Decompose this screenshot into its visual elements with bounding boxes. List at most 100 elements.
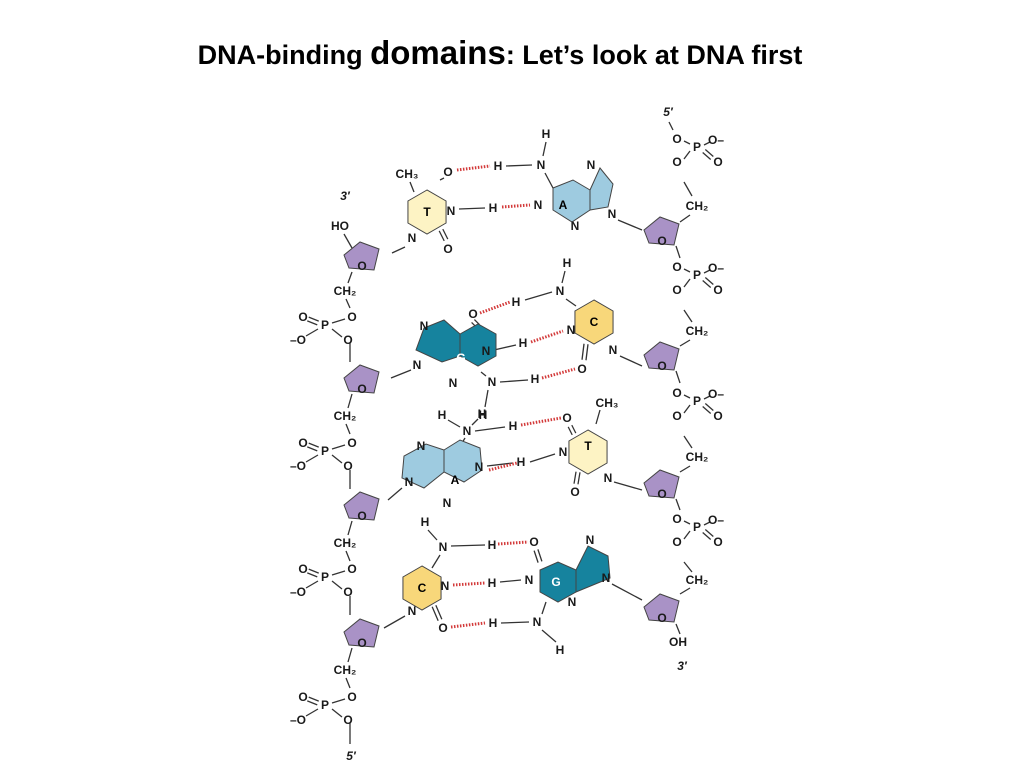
title-part-1: DNA-binding [197,40,371,70]
cytosine-ring [574,299,614,345]
double-bond [308,316,319,322]
double-bond [702,532,712,540]
hydrogen-bond [497,540,529,546]
bond [617,219,643,231]
phosphorus-label: P [321,444,329,458]
bond [544,172,554,189]
bond [505,164,533,167]
hydrogen-label: H [531,372,540,386]
deoxyribose-sugar [343,618,380,648]
thymine-base-letter: T [584,439,592,453]
nitrogen-label: N [533,615,542,629]
hydrogen-label: H [512,295,521,309]
phosphorus-label: P [693,268,701,282]
charged-oxygen-label: –O [290,333,306,347]
ring-oxygen-label: O [357,259,366,273]
title-emphasis: domains [370,34,506,71]
double-bond [573,471,577,484]
oxygen-label: O [468,307,477,321]
ring-oxygen-label: O [657,234,666,248]
nitrogen-label: N [559,445,568,459]
bond [390,369,412,379]
adenine-five-ring [401,443,445,489]
strand-end-label: 3′ [340,189,351,203]
bond [480,371,487,377]
deoxyribose-sugar [343,364,380,394]
phosphorus-label: P [321,698,329,712]
nitrogen-label: N [604,471,613,485]
bond [619,355,643,367]
oxygen-label: O [443,242,452,256]
hydrogen-bond [530,329,564,344]
guanine-base-letter: G [551,575,560,589]
charged-oxygen-label: O– [708,133,724,147]
bond [675,498,681,511]
slide-title: DNA-binding domains: Let’s look at DNA f… [0,34,1000,72]
bond [409,181,415,193]
bond [499,379,529,383]
double-bond [704,403,714,411]
phosphorus-label: P [693,520,701,534]
nitrogen-label: N [567,323,576,337]
methylene-label: CH₂ [334,409,357,423]
bond [683,140,691,145]
bond [524,291,553,301]
charged-oxygen-label: –O [290,713,306,727]
nitrogen-label: N [482,344,491,358]
cytosine-base-letter: C [418,581,427,595]
nitrogen-label: N [413,358,422,372]
oxygen-label: O [343,333,352,347]
strand-end-label: 5′ [346,749,357,763]
strand-end-label: 5′ [663,105,674,119]
oxygen-label: O [298,436,307,450]
double-bond [307,700,318,706]
ring-oxygen-label: O [657,359,666,373]
bond [683,520,691,525]
nitrogen-label: N [568,595,577,609]
deoxyribose-sugar [343,491,380,521]
bond [679,214,691,223]
bond [474,426,506,432]
oxygen-label: O [443,165,452,179]
bond [331,318,346,324]
hydrogen-label: H [556,643,565,657]
nitrogen-label: N [608,207,617,221]
bond [343,233,353,249]
hydrogen-bond [456,164,491,172]
bond [542,141,547,157]
nitrogen-label: N [408,231,417,245]
oxygen-label: O [298,690,307,704]
bond [427,529,438,541]
hydroxyl-label: OH [669,635,687,649]
bond [683,561,693,573]
bond [347,647,353,663]
bond [383,615,406,629]
nitrogen-label: N [408,604,417,618]
bond [541,629,557,643]
bond [595,409,601,425]
hydrogen-bond [501,203,531,209]
bond [305,328,319,337]
nitrogen-label: N [447,204,456,218]
atom-labels: 3′HOOCH₂OPOO–OOCH₂OPOO–OOCH₂OPOO–OOCH₂OP… [290,105,724,763]
hydrogen-label: H [488,576,497,590]
strand-end-label: 3′ [677,659,688,673]
bond [305,454,319,463]
double-bond [704,149,714,157]
hydrogen-label: H [509,419,518,433]
hydrogen-bond [479,300,511,315]
nitrogen-label: N [475,460,484,474]
nitrogen-label: N [449,376,458,390]
double-bond [537,549,543,562]
double-bond [704,529,714,537]
hydrogen-label: H [438,408,447,422]
oxygen-label: O [570,485,579,499]
double-bond [704,277,714,285]
oxygen-label: O [438,621,447,635]
charged-oxygen-label: –O [290,459,306,473]
ring-shapes [343,167,680,648]
hydrogen-label: H [563,256,572,270]
hydrogen-bonds [450,164,576,629]
nitrogen-label: N [488,375,497,389]
